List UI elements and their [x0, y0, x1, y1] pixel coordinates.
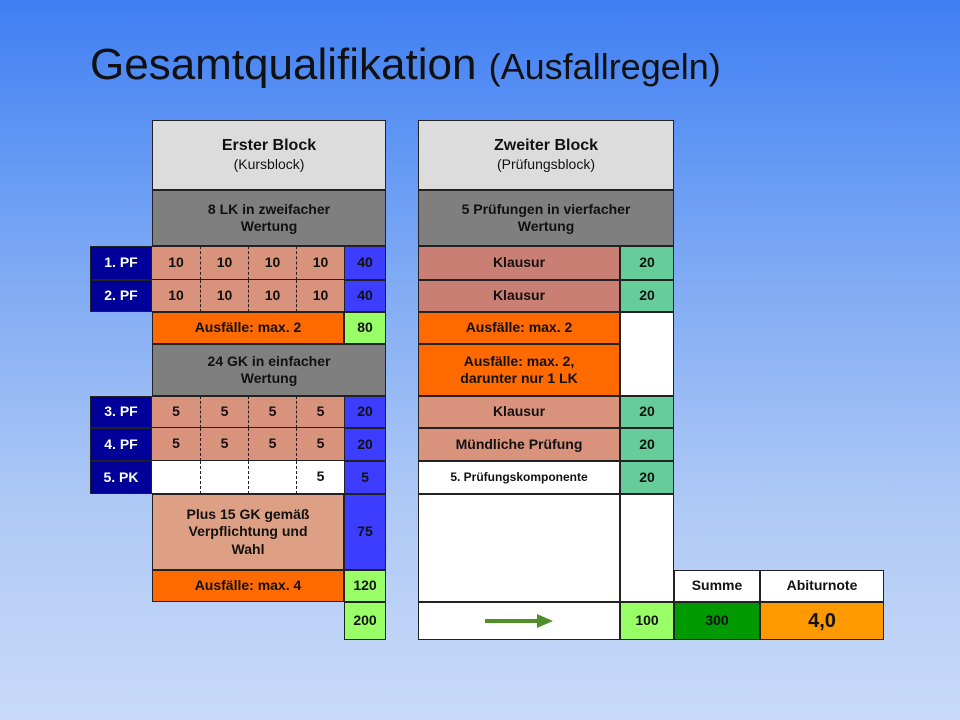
- page-title: Gesamtqualifikation (Ausfallregeln): [90, 40, 721, 90]
- pf1-cell-1: 10: [152, 246, 200, 280]
- exam-row-1-value: 20: [620, 246, 674, 280]
- pf1-cell-2: 10: [200, 246, 248, 280]
- exam-ausfaelle-2-line2: darunter nur 1 LK: [460, 370, 578, 386]
- plus-gk-line3: Wahl: [231, 540, 265, 557]
- pk5-cell-2: [200, 461, 248, 494]
- first-block-header: Erster Block (Kursblock): [152, 120, 386, 190]
- exam-row-5-value: 20: [620, 461, 674, 494]
- pf4-total: 20: [344, 428, 386, 461]
- plus-gk-value: 75: [344, 494, 386, 570]
- pk5-total: 5: [344, 461, 386, 494]
- pf4-cell-4: 5: [296, 428, 344, 461]
- second-block-empty-left: [418, 494, 620, 602]
- pf3-cell-3: 5: [248, 396, 296, 428]
- gk-header: 24 GK in einfacher Wertung: [152, 344, 386, 396]
- pf2-cell-1: 10: [152, 280, 200, 312]
- pf4-label: 4. PF: [90, 428, 152, 461]
- first-block-total: 200: [344, 602, 386, 640]
- exam-row-2-value: 20: [620, 280, 674, 312]
- plus-gk-line2: Verpflichtung und: [188, 523, 308, 540]
- first-block-title: Erster Block: [221, 137, 317, 155]
- gk-ausfaelle: Ausfälle: max. 4: [152, 570, 344, 602]
- gk-header-line1: 24 GK in einfacher: [207, 352, 331, 369]
- exam-row-3-label: Klausur: [418, 396, 620, 428]
- second-block-total: 100: [620, 602, 674, 640]
- exam-ausfaelle-2: Ausfälle: max. 2, darunter nur 1 LK: [418, 344, 620, 396]
- exam-header-line2: Wertung: [517, 218, 575, 234]
- pf1-label: 1. PF: [90, 246, 152, 280]
- title-sub: (Ausfallregeln): [488, 46, 721, 87]
- exam-row-4-value: 20: [620, 428, 674, 461]
- second-block-subtitle: (Prüfungsblock): [496, 156, 596, 173]
- pf2-cell-3: 10: [248, 280, 296, 312]
- exam-ausfaelle-1: Ausfälle: max. 2: [418, 312, 620, 344]
- pk5-cell-3: [248, 461, 296, 494]
- pf1-total: 40: [344, 246, 386, 280]
- pf1-cell-4: 10: [296, 246, 344, 280]
- pk5-cell-4: 5: [296, 461, 344, 494]
- pf2-cell-4: 10: [296, 280, 344, 312]
- exam-ausfaelle-blank: [620, 312, 674, 396]
- pf3-label: 3. PF: [90, 396, 152, 428]
- lk-header-line2: Wertung: [240, 218, 298, 234]
- pf4-cell-2: 5: [200, 428, 248, 461]
- pf4-cell-3: 5: [248, 428, 296, 461]
- lk-header-line1: 8 LK in zweifacher: [207, 200, 331, 217]
- abiturnote-value: 4,0: [760, 602, 884, 640]
- pf3-total: 20: [344, 396, 386, 428]
- lk-header: 8 LK in zweifacher Wertung: [152, 190, 386, 246]
- pf2-cell-2: 10: [200, 280, 248, 312]
- pf3-cell-4: 5: [296, 396, 344, 428]
- exam-header: 5 Prüfungen in vierfacher Wertung: [418, 190, 674, 246]
- exam-row-2-label: Klausur: [418, 280, 620, 312]
- pk5-label: 5. PK: [90, 461, 152, 494]
- pk5-cell-1: [152, 461, 200, 494]
- pf1-cell-3: 10: [248, 246, 296, 280]
- first-block-subtitle: (Kursblock): [233, 156, 305, 173]
- summe-value: 300: [674, 602, 760, 640]
- exam-row-5-label: 5. Prüfungskomponente: [418, 461, 620, 494]
- gk-header-line2: Wertung: [240, 370, 298, 386]
- lk-sum: 80: [344, 312, 386, 344]
- gk-sum: 120: [344, 570, 386, 602]
- exam-row-1-label: Klausur: [418, 246, 620, 280]
- title-main: Gesamtqualifikation: [90, 40, 477, 89]
- plus-gk: Plus 15 GK gemäß Verpflichtung und Wahl: [152, 494, 344, 570]
- plus-gk-line1: Plus 15 GK gemäß: [186, 505, 310, 522]
- second-block-empty-right: [620, 494, 674, 602]
- lk-ausfaelle: Ausfälle: max. 2: [152, 312, 344, 344]
- second-block-header: Zweiter Block (Prüfungsblock): [418, 120, 674, 190]
- arrow-cell: [418, 602, 620, 640]
- right-arrow-icon: [485, 614, 553, 628]
- exam-ausfaelle-2-line1: Ausfälle: max. 2,: [463, 352, 575, 369]
- exam-header-line1: 5 Prüfungen in vierfacher: [461, 200, 631, 217]
- pf2-label: 2. PF: [90, 280, 152, 312]
- summe-label: Summe: [674, 570, 760, 602]
- exam-row-3-value: 20: [620, 396, 674, 428]
- second-block-title: Zweiter Block: [493, 137, 599, 155]
- pf3-cell-1: 5: [152, 396, 200, 428]
- exam-row-4-label: Mündliche Prüfung: [418, 428, 620, 461]
- abiturnote-label: Abiturnote: [760, 570, 884, 602]
- pf2-total: 40: [344, 280, 386, 312]
- pf4-cell-1: 5: [152, 428, 200, 461]
- pf3-cell-2: 5: [200, 396, 248, 428]
